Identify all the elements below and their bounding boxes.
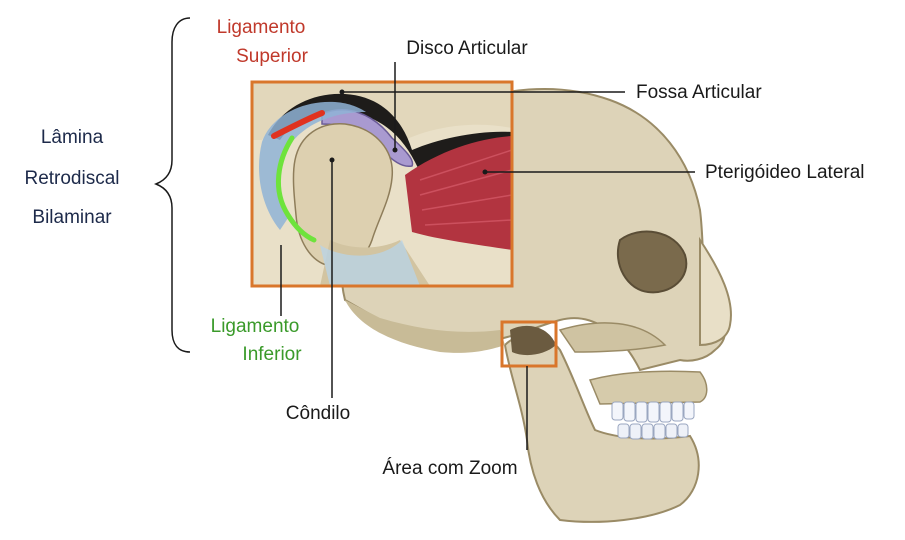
disco-label: Disco Articular — [406, 38, 528, 59]
pterigoideo-label: Pterigóideo Lateral — [705, 162, 865, 183]
condilo-label: Côndilo — [286, 403, 350, 424]
lig-superior-label-line2: Superior — [236, 46, 308, 67]
zoom-label: Área com Zoom — [382, 458, 517, 479]
lamina-label-line2: Retrodiscal — [24, 168, 119, 189]
fossa-label: Fossa Articular — [636, 82, 762, 103]
lig-inferior-label-line1: Ligamento — [211, 316, 300, 337]
condilo-dot — [330, 158, 335, 163]
disco-dot — [393, 148, 398, 153]
lig-inferior-label-line2: Inferior — [242, 344, 302, 365]
lig-superior-label-line1: Ligamento — [217, 17, 306, 38]
pterigoideo-dot — [483, 170, 488, 175]
zoom-inset — [252, 82, 512, 286]
lamina-brace — [156, 18, 190, 352]
lamina-label-line3: Bilaminar — [32, 207, 112, 228]
nasal-bone — [700, 240, 731, 345]
maxilla — [590, 371, 707, 404]
upper-teeth — [612, 402, 694, 422]
lamina-label-line1: Lâmina — [41, 127, 104, 148]
fossa-dot — [340, 90, 345, 95]
